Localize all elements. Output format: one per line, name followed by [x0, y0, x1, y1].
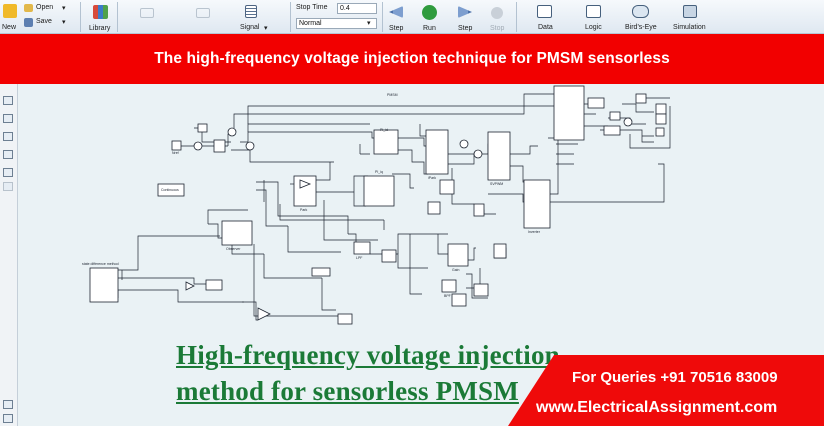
save-icon[interactable]	[24, 18, 33, 27]
library-button-label[interactable]: Library	[89, 25, 111, 32]
arrow-icon[interactable]	[3, 132, 13, 141]
stop-label: Stop	[490, 25, 505, 32]
svpwm-label: SVPWM	[490, 182, 504, 186]
title-banner: The high-frequency voltage injection tec…	[0, 34, 824, 84]
open-icon[interactable]	[24, 4, 33, 12]
stop-time-label: Stop Time	[296, 4, 328, 11]
lpf-label: LPF	[356, 256, 363, 260]
pmsm-label: PMSM	[387, 93, 398, 97]
simulation-manager-label[interactable]: Simulation	[673, 24, 706, 31]
camera-icon[interactable]	[3, 400, 13, 409]
run-icon[interactable]	[422, 5, 437, 20]
area-icon[interactable]	[3, 182, 13, 191]
park-label: Park	[300, 208, 308, 212]
contact-badge: For Queries +91 70516 83009 www.Electric…	[508, 355, 824, 426]
new-button-label[interactable]: New	[2, 24, 17, 31]
overlay-heading-line2: method for sensorless PMSM	[176, 376, 519, 406]
contact-website[interactable]: www.ElectricalAssignment.com	[536, 399, 778, 416]
speed-ref-label: Nref	[172, 151, 179, 155]
annotation-icon[interactable]	[3, 150, 13, 159]
inverter-block	[523, 179, 551, 229]
contact-queries: For Queries +91 70516 83009	[572, 369, 778, 386]
library-browser-icon[interactable]	[93, 5, 108, 19]
bpf-block	[441, 279, 457, 293]
fit-to-view-icon[interactable]	[3, 114, 13, 123]
new-model-icon[interactable]	[3, 4, 17, 18]
toolbar-separator	[290, 2, 291, 32]
simulink-toolstrip: New Open ▾ Save ▾ Library Signal ▾ Stop …	[0, 0, 824, 34]
observer-label: Observer	[226, 247, 241, 251]
birds-eye-icon[interactable]	[632, 5, 649, 18]
gain-block	[447, 243, 469, 267]
wireless-icon	[140, 8, 154, 18]
pmsm-block	[553, 85, 585, 141]
pi-iq-block	[363, 175, 395, 207]
signal-table-icon[interactable]	[245, 5, 257, 18]
data-inspector-label[interactable]: Data	[538, 24, 553, 31]
model-canvas[interactable]: PMSM PI_id PI_iq Park iPark SVPWM Invert…	[18, 84, 824, 426]
open-button[interactable]: Open	[36, 4, 54, 11]
continuous-block	[157, 183, 185, 197]
overlay-heading-line1: High-frequency voltage injection	[176, 340, 560, 370]
toolbar-separator	[516, 2, 517, 32]
ipark-block	[425, 129, 449, 175]
step-forward-label[interactable]: Step	[458, 25, 473, 32]
pi-id-block	[373, 129, 399, 155]
inverter-label: Inverter	[528, 230, 540, 234]
add-block-icon	[196, 8, 210, 18]
pi-id-label: PI_id	[380, 128, 388, 132]
data-inspector-icon[interactable]	[537, 5, 552, 18]
stop-time-input[interactable]: 0.4	[337, 3, 377, 14]
simulation-manager-icon[interactable]	[683, 5, 697, 18]
step-back-label[interactable]: Step	[389, 25, 404, 32]
block-diagram	[89, 85, 671, 325]
lpf-block	[353, 241, 371, 255]
contact-badge-background	[508, 355, 824, 426]
step-forward-icon[interactable]	[458, 6, 472, 18]
gain-label: Gain	[452, 268, 460, 272]
image-icon[interactable]	[3, 168, 13, 177]
ipark-label: iPark	[428, 176, 436, 180]
canvas-palette	[0, 84, 18, 426]
step-back-icon[interactable]	[389, 6, 403, 18]
open-dropdown-icon[interactable]: ▾	[62, 5, 66, 12]
toolbar-separator	[117, 2, 118, 32]
observer-block	[221, 220, 253, 246]
observer-caption: state difference method	[82, 262, 119, 266]
park-block	[293, 175, 317, 207]
logic-analyzer-icon[interactable]	[586, 5, 601, 18]
birds-eye-label[interactable]: Bird's-Eye	[625, 24, 657, 31]
simulation-mode-dropdown-icon[interactable]: ▾	[367, 20, 371, 27]
banner-title: The high-frequency voltage injection tec…	[154, 50, 670, 67]
run-label[interactable]: Run	[423, 25, 436, 32]
signal-dropdown-icon[interactable]: ▾	[264, 25, 268, 32]
logic-analyzer-label[interactable]: Logic	[585, 24, 602, 31]
hide-palette-icon[interactable]	[3, 414, 13, 423]
save-dropdown-icon[interactable]: ▾	[62, 19, 66, 26]
save-button[interactable]: Save	[36, 18, 52, 25]
simulation-mode-select[interactable]: Normal	[296, 18, 377, 29]
bpf-label: BPF	[444, 294, 451, 298]
state-difference-block	[89, 267, 119, 303]
stop-icon	[491, 7, 503, 19]
signal-button-label[interactable]: Signal	[240, 24, 260, 31]
svpwm-block	[487, 131, 511, 181]
continuous-label: Continuous	[161, 188, 179, 192]
zoom-icon[interactable]	[3, 96, 13, 105]
toolbar-separator	[382, 2, 383, 32]
pi-iq-label: PI_iq	[375, 170, 383, 174]
toolbar-separator	[80, 2, 81, 32]
